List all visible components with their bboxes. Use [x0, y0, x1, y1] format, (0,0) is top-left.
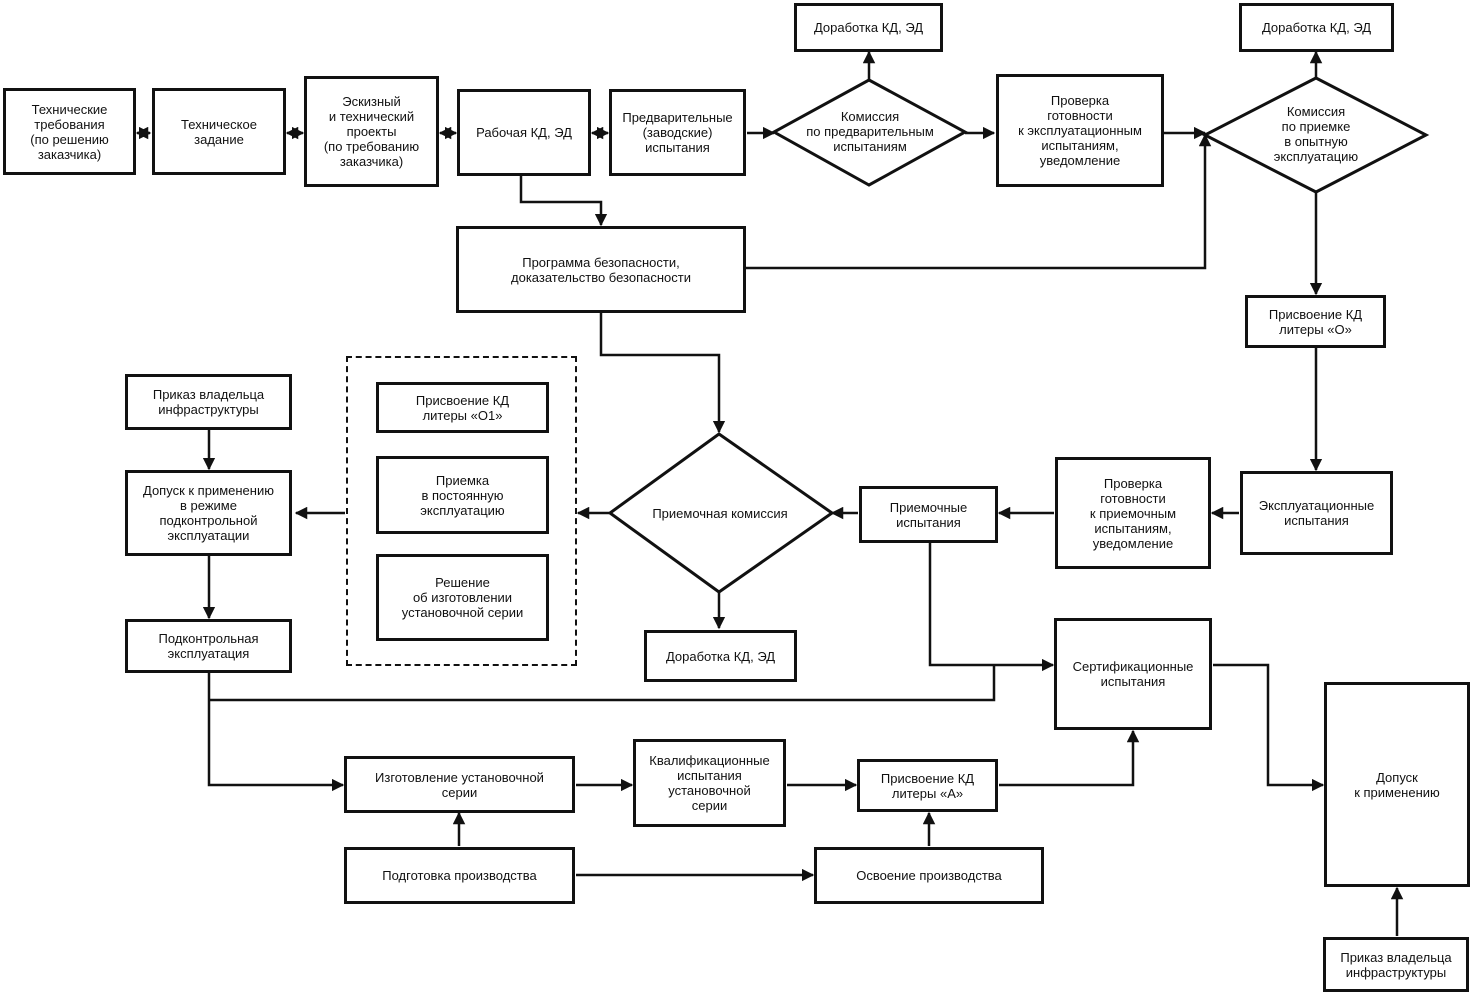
connector-certification-admission [1213, 663, 1325, 792]
node-draft-projects: Эскизный и технический проекты (по требо… [304, 76, 439, 187]
connector-safety-trial [746, 133, 1212, 270]
node-working-kd: Рабочая КД, ЭД [457, 89, 591, 176]
node-accept-permanent: Приемка в постоянную эксплуатацию [376, 456, 549, 534]
connector-controlled-certification [209, 665, 996, 702]
connector-safety-acceptance [599, 313, 726, 434]
node-rework-kd-bottom: Доработка КД, ЭД [644, 630, 797, 682]
node-safety-program: Программа безопасности, доказательство б… [456, 226, 746, 313]
node-manufacture-series: Изготовление установочной серии [344, 756, 575, 813]
node-qualification-tests: Квалификационные испытания установочной … [633, 739, 786, 827]
node-check-ready-oper: Проверка готовности к эксплуатационным и… [996, 74, 1164, 187]
node-rework-kd-top1: Доработка КД, ЭД [794, 3, 943, 52]
node-rework-kd-top2: Доработка КД, ЭД [1239, 3, 1394, 52]
node-tech-requirements: Технические требования (по решению заказ… [3, 88, 136, 175]
connector-kd-safety [519, 176, 608, 227]
node-assign-o: Присвоение КД литеры «О» [1245, 295, 1386, 348]
node-production-mastering: Освоение производства [814, 847, 1044, 904]
node-admission-controlled: Допуск к применению в режиме подконтроль… [125, 470, 292, 556]
node-check-ready-accept: Проверка готовности к приемочным испытан… [1055, 457, 1211, 569]
node-assign-a: Присвоение КД литеры «А» [857, 759, 998, 812]
node-commission-prelim: Комиссия по предварительным испытаниям [806, 108, 934, 154]
diamond-commission-prelim [770, 78, 969, 187]
node-acceptance-commission: Приемочная комиссия [652, 505, 788, 521]
connector-assign-a-certification [999, 729, 1140, 787]
decision-group-frame [346, 356, 577, 666]
node-certification-tests: Сертификационные испытания [1054, 618, 1212, 730]
node-controlled-operation: Подконтрольная эксплуатация [125, 619, 292, 673]
node-prelim-tests: Предварительные (заводские) испытания [609, 89, 746, 176]
node-owner-order-right: Приказ владельца инфраструктуры [1323, 937, 1469, 992]
node-owner-order-left: Приказ владельца инфраструктуры [125, 374, 292, 430]
node-commission-trial: Комиссия по приемке в опытную эксплуатац… [1273, 104, 1359, 164]
node-operational-tests: Эксплуатационные испытания [1240, 471, 1393, 555]
node-tech-task: Техническое задание [152, 88, 286, 175]
node-production-prep: Подготовка производства [344, 847, 575, 904]
node-acceptance-tests: Приемочные испытания [859, 486, 998, 543]
node-assign-o1: Присвоение КД литеры «О1» [376, 382, 549, 433]
connector-tests-certification [928, 543, 1055, 672]
diamond-acceptance-commission [607, 432, 835, 594]
diamond-commission-trial [1201, 76, 1430, 194]
connector-controlled-series [207, 673, 345, 792]
node-admission: Допуск к применению [1324, 682, 1470, 887]
node-decision-series: Решение об изготовлении установочной сер… [376, 554, 549, 641]
